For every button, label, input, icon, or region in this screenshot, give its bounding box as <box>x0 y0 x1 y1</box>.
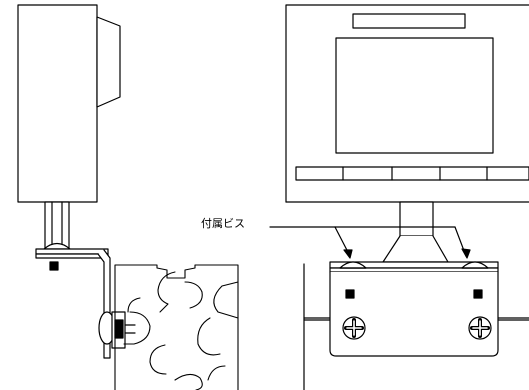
side-view <box>17 4 136 359</box>
button-strip <box>295 166 529 181</box>
extrusion-profile <box>114 264 239 390</box>
arrow-right-screw <box>461 248 471 259</box>
bracket-front <box>329 261 499 357</box>
side-rails <box>303 263 529 390</box>
monitor-side-view <box>17 4 121 203</box>
phillips-screw-left <box>342 316 366 340</box>
stand-pole-side <box>44 201 70 249</box>
phillips-screw-right <box>468 316 492 340</box>
bracket-side <box>35 248 111 359</box>
screen-display <box>335 37 494 154</box>
front-view <box>285 4 529 390</box>
monitor-front-view <box>285 4 529 203</box>
clamp-knob-side <box>98 311 136 349</box>
stand-neck-front <box>382 201 449 263</box>
callout-leader <box>269 226 471 259</box>
top-vent <box>352 13 466 29</box>
arrow-left-screw <box>343 249 353 259</box>
callout-label-accessory-screws: 付属ビス <box>201 217 245 230</box>
